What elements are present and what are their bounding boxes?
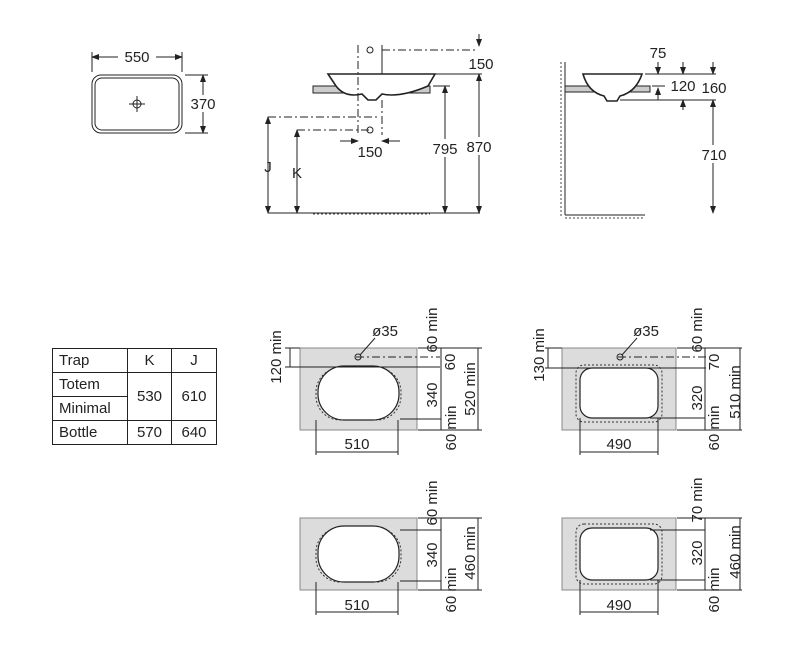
cutout-diagram-4: 70 min 320 460 min 60 min 490 (561, 477, 744, 615)
trap-name: Totem (52, 372, 128, 397)
table-row: Minimal (52, 396, 217, 421)
left-margin-dim: 130 min (531, 328, 548, 381)
front-view: 150 J K 795 870 150 (264, 34, 495, 215)
table-row: Totem 530 610 (52, 372, 217, 421)
depth-dim: 340 (424, 542, 441, 567)
basin-inner (94, 77, 180, 131)
cutout-diagram-1: ø35 120 min 60 min 60 340 520 min 60 min… (268, 307, 482, 455)
trap-name: Minimal (52, 396, 128, 421)
bottom-margin-dim: 60 min (443, 567, 460, 612)
total-depth-dim: 460 min (727, 525, 744, 578)
hole-offset-dim: 60 (442, 354, 459, 371)
counter-height-dim: 795 (432, 141, 457, 158)
header-trap: Trap (52, 348, 128, 373)
width-dim: 510 (344, 436, 369, 453)
table-row: Bottle 570 640 (52, 420, 217, 445)
rim-height-dim: 870 (466, 139, 491, 156)
side-view: 75 120 160 710 (560, 45, 729, 219)
depth-dim: 320 (689, 385, 706, 410)
basin-outline (91, 74, 183, 134)
cutout-diagram-2: ø35 130 min 60 min 70 320 510 min 60 min… (531, 307, 744, 455)
top-margin-dim: 70 min (689, 477, 706, 522)
trap-name: Bottle (52, 420, 128, 445)
hole-offset-dim: 70 (706, 354, 723, 371)
width-dimension: 550 (124, 49, 149, 66)
dim-160: 160 (701, 80, 726, 97)
tap-offset-dim: 150 (468, 56, 493, 73)
total-depth-dim: 520 min (462, 362, 479, 415)
trap-spacing-dim: 150 (357, 144, 382, 161)
k-label: K (292, 165, 302, 182)
depth-dim: 320 (689, 540, 706, 565)
table-header-row: Trap K J (52, 348, 217, 373)
width-dim: 490 (606, 597, 631, 614)
header-j: J (171, 348, 217, 373)
width-dim: 510 (344, 597, 369, 614)
j-value: 610 (171, 372, 217, 421)
cutout-diagram-3: 60 min 340 460 min 60 min 510 (299, 480, 482, 615)
total-depth-dim: 510 min (727, 365, 744, 418)
header-k: K (127, 348, 172, 373)
depth-dim: 340 (424, 382, 441, 407)
hole-diameter: ø35 (372, 323, 398, 340)
left-margin-dim: 120 min (268, 330, 285, 383)
plan-view: 550 370 (91, 48, 218, 134)
j-label: J (264, 159, 272, 176)
j-value: 640 (171, 420, 217, 445)
trap-table: Trap K J Totem 530 610 Minimal Bottle 57… (52, 348, 217, 445)
dim-120: 120 (670, 78, 695, 95)
drain-icon (129, 96, 145, 112)
basin-section (326, 73, 437, 101)
bottom-margin-dim: 60 min (443, 405, 460, 450)
top-margin-dim: 60 min (689, 307, 706, 352)
top-margin-dim: 60 min (424, 480, 441, 525)
k-value: 570 (127, 420, 172, 445)
top-margin-dim: 60 min (424, 307, 441, 352)
k-value: 530 (127, 372, 172, 421)
hole-diameter: ø35 (633, 323, 659, 340)
width-dim: 490 (606, 436, 631, 453)
bottom-margin-dim: 60 min (706, 405, 723, 450)
dim-75: 75 (650, 45, 667, 62)
total-depth-dim: 460 min (462, 526, 479, 579)
depth-dimension: 370 (190, 96, 215, 113)
bottom-margin-dim: 60 min (706, 567, 723, 612)
dim-710: 710 (701, 147, 726, 164)
